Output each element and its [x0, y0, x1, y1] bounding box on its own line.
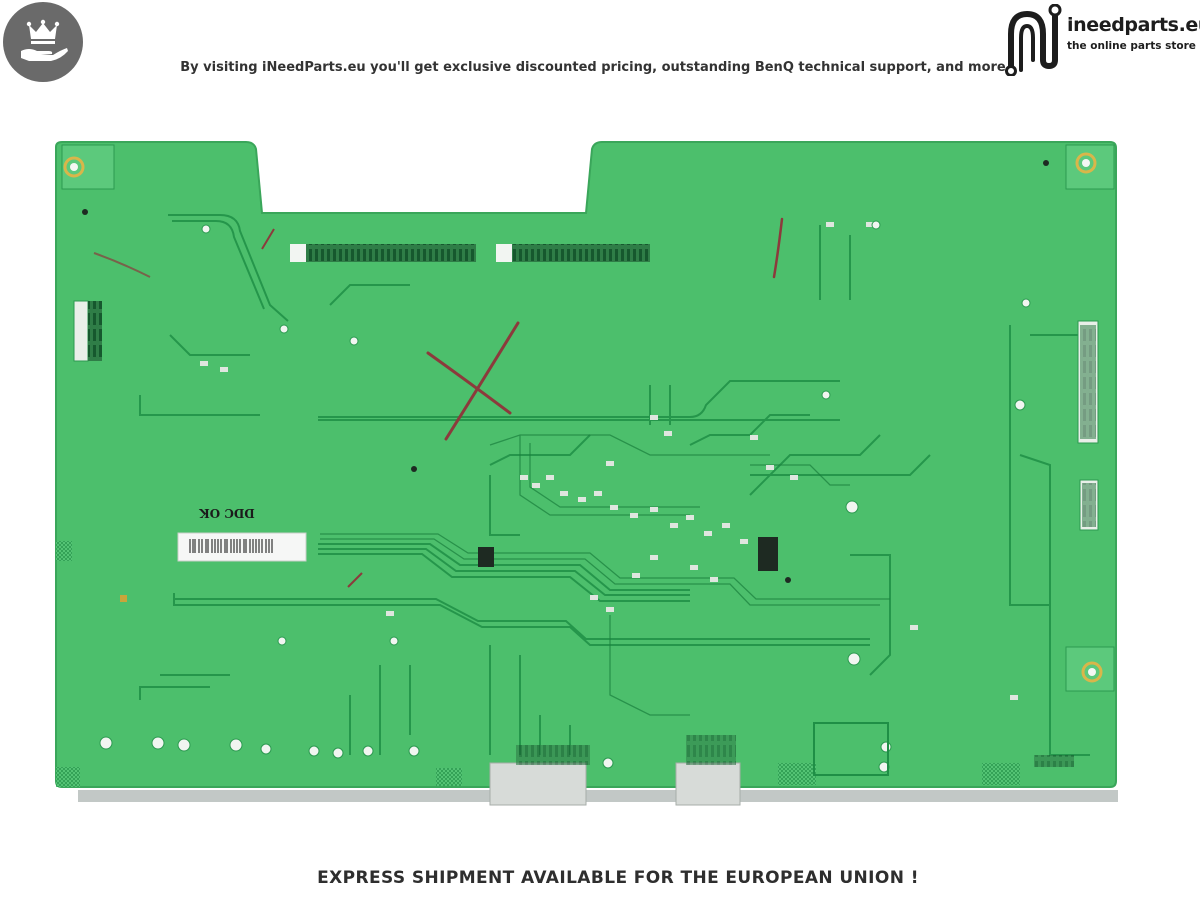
hatch-pad	[56, 541, 72, 561]
connector-pins	[1080, 325, 1096, 439]
black-holes	[82, 160, 1049, 583]
vias	[99, 220, 1031, 773]
smd-components	[200, 222, 1018, 700]
mounting-hole	[1065, 144, 1115, 190]
shipping-notice: EXPRESS SHIPMENT AVAILABLE FOR THE EUROP…	[317, 868, 919, 888]
connector-pins	[686, 735, 736, 765]
board-bottom-edge	[78, 790, 1118, 802]
circuit-n-icon	[1005, 4, 1062, 76]
ic-chip	[758, 537, 778, 571]
hatch-pad	[778, 763, 816, 785]
ink-mark	[426, 351, 512, 415]
ink-mark	[93, 252, 151, 278]
mounting-hole	[1065, 646, 1115, 692]
ddc-ok-label: DDC OK	[199, 506, 255, 520]
pin-header-pad	[290, 244, 306, 262]
brand-logo[interactable]: ineedparts.eu the online parts store	[1003, 2, 1200, 76]
hatch-pad	[982, 763, 1020, 785]
hatch-pad	[436, 768, 462, 786]
crown-hand-badge	[3, 2, 83, 82]
pcb-board-photo: DDC OK	[50, 135, 1125, 815]
hatch-pad	[56, 767, 80, 787]
promo-tagline: By visiting iNeedParts.eu you'll get exc…	[180, 60, 1006, 75]
mounting-hole	[61, 144, 115, 190]
ink-mark	[444, 321, 520, 441]
crown-hand-icon	[21, 19, 68, 61]
pin-header	[496, 244, 650, 262]
pin-header-pad	[496, 244, 512, 262]
ic-chip	[478, 547, 494, 567]
pin-header	[290, 244, 476, 262]
dvi-connector	[675, 762, 741, 806]
connector	[73, 300, 89, 362]
ink-mark	[261, 228, 275, 250]
brand-name: ineedparts.eu	[1067, 14, 1200, 36]
vga-connector	[489, 762, 587, 806]
pcb-board	[55, 141, 1117, 788]
connector-pins	[1082, 483, 1096, 527]
square-pad	[120, 595, 127, 602]
brand-tagline: the online parts store	[1067, 40, 1196, 52]
connector-pins	[88, 301, 102, 361]
barcode-sticker	[177, 532, 307, 562]
connector-outline	[813, 722, 889, 776]
ink-mark	[772, 217, 784, 279]
connector-pins	[1034, 755, 1074, 767]
connector-pins	[516, 745, 590, 765]
ink-mark	[347, 572, 363, 588]
